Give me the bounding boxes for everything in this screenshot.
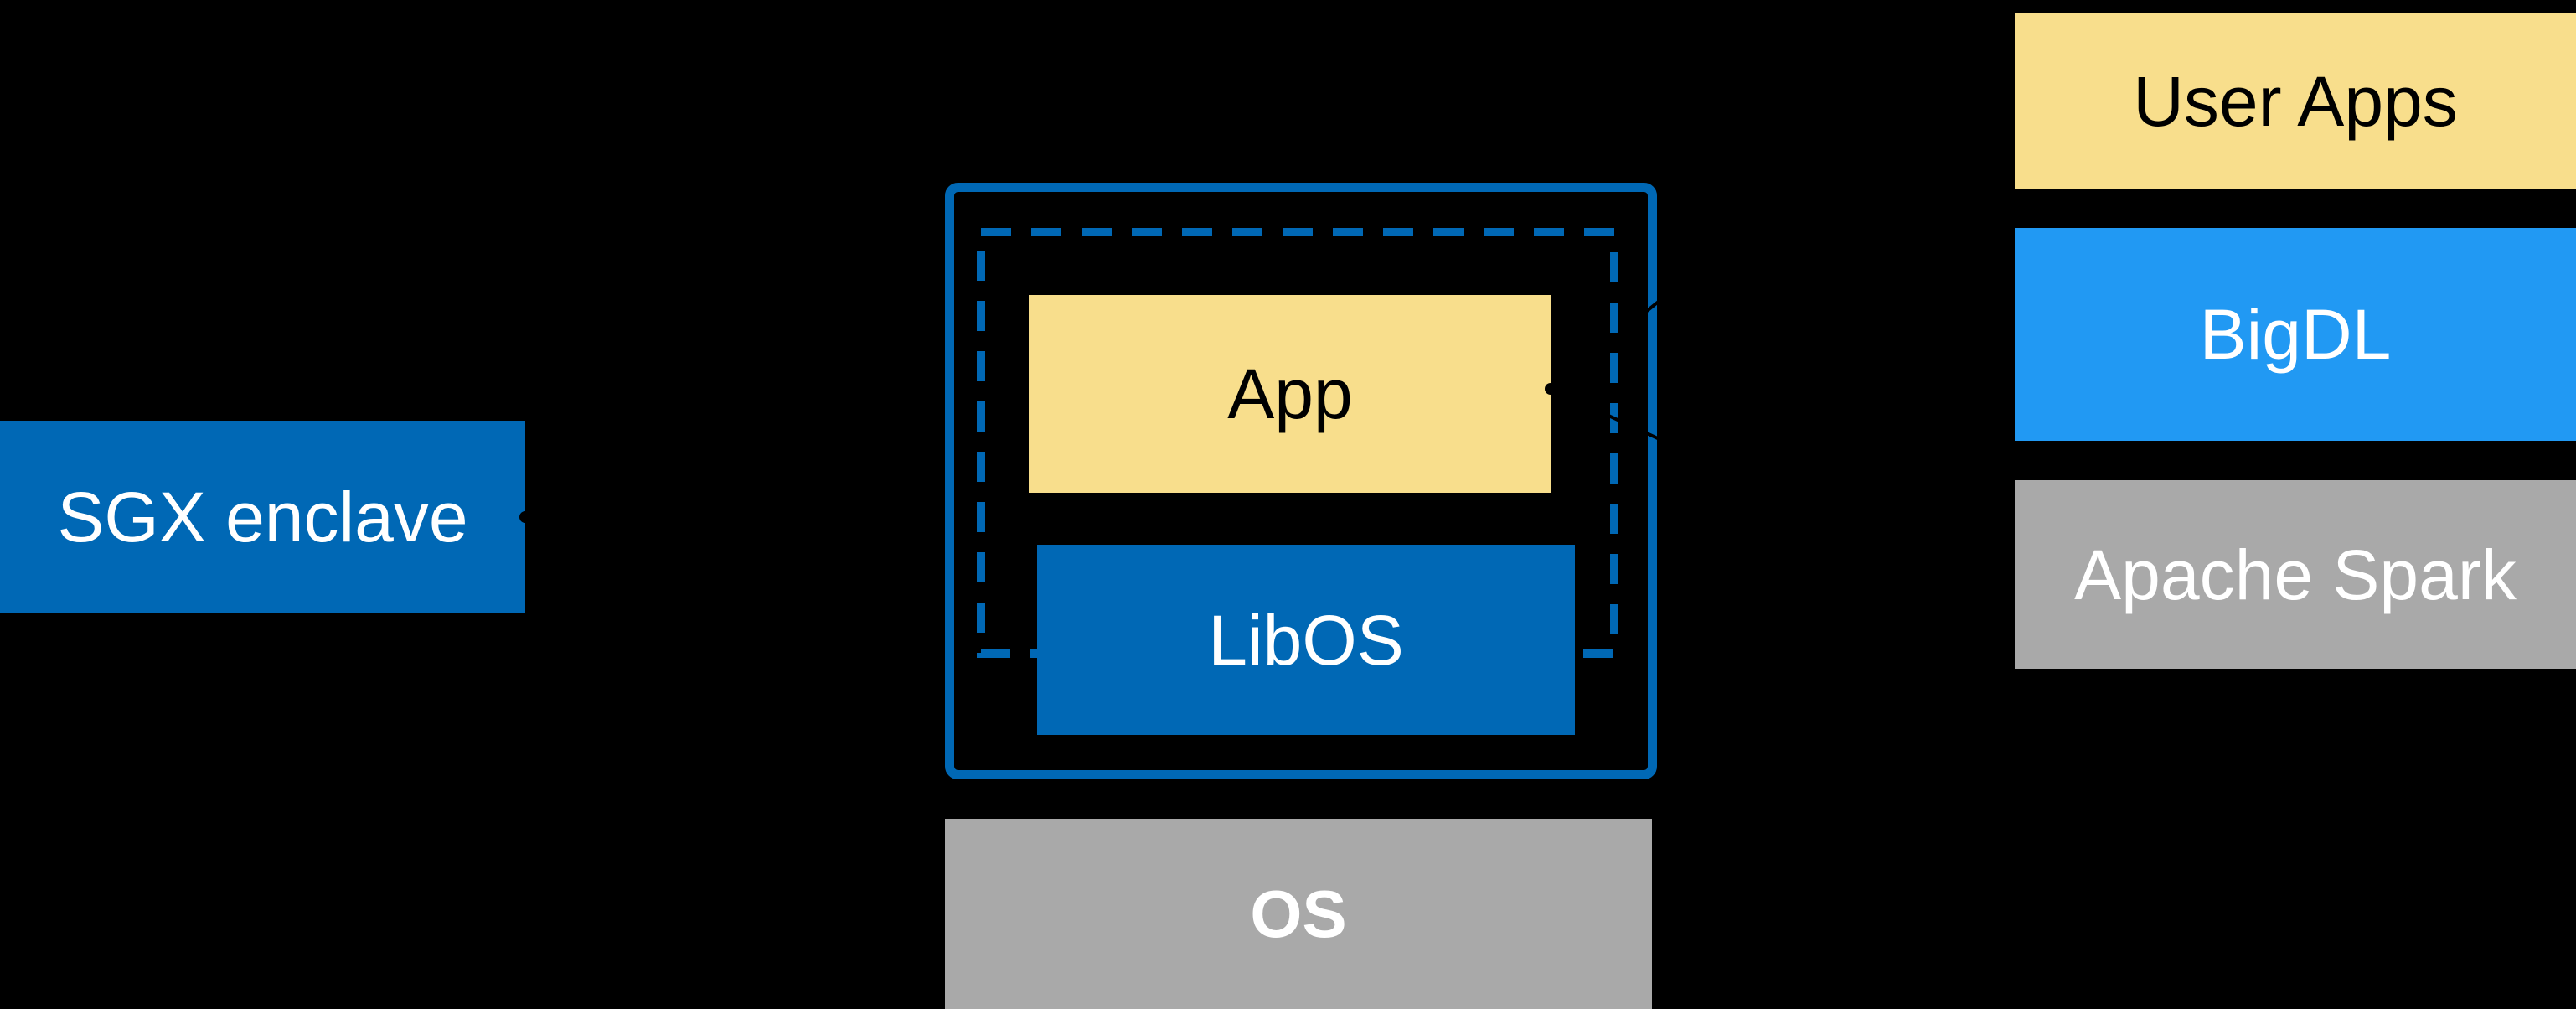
sgx-enclave-box: SGX enclave [0,421,525,613]
app-label: App [1227,354,1353,433]
user-apps-label: User Apps [2133,62,2458,141]
bigdl-box: BigDL [2015,228,2576,441]
os-box: OS [945,819,1652,1009]
bigdl-label: BigDL [2199,295,2392,374]
stack-to-app-callout-line-upper [1549,12,2016,391]
os-label: OS [1250,876,1347,951]
sgx-enclave-label: SGX enclave [57,478,468,556]
stack-to-app-callout-line-lower [1550,387,2016,605]
libos-box: LibOS [1037,545,1575,735]
libos-label: LibOS [1208,600,1404,680]
apache-spark-box: Apache Spark [2015,480,2576,669]
user-apps-box: User Apps [2015,13,2576,189]
apache-spark-label: Apache Spark [2074,535,2517,614]
app-box: App [1029,295,1551,493]
